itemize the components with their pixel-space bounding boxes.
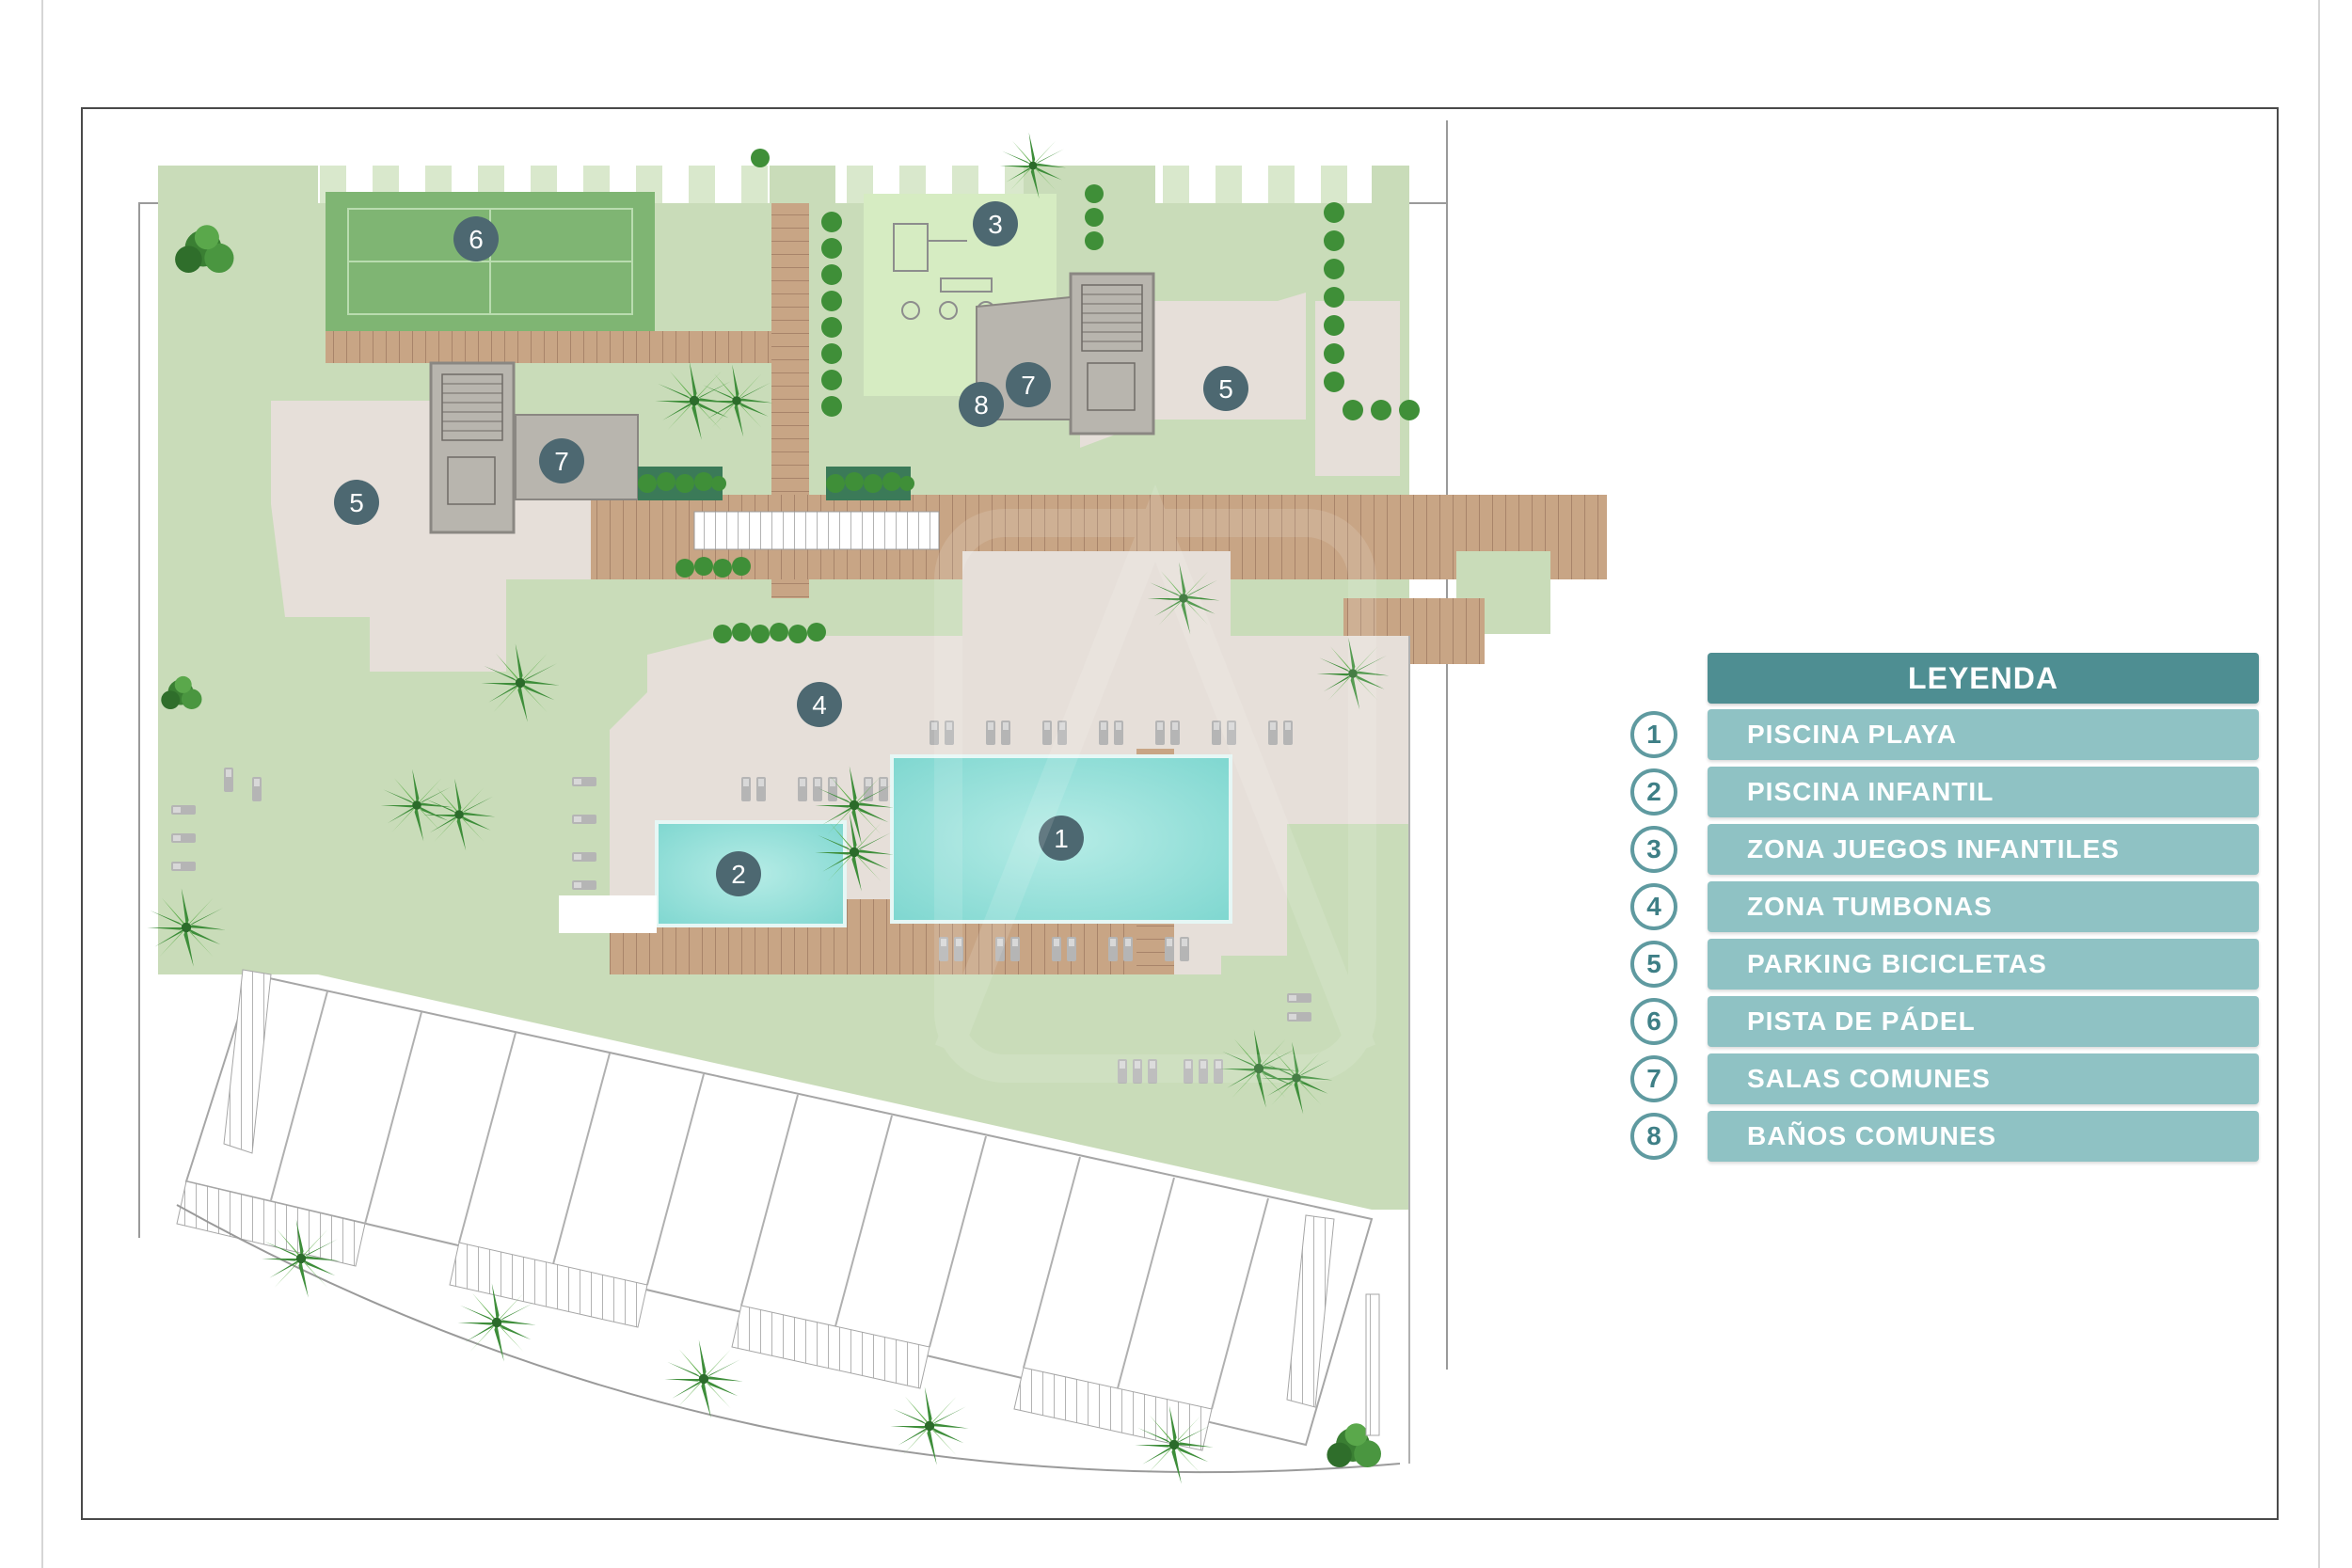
legend-item-2: 2 PISCINA INFANTIL xyxy=(1630,767,2261,819)
legend-item-6: 6 PISTA DE PÁDEL xyxy=(1630,996,2261,1049)
marker-bike-parking-east: 5 xyxy=(1203,366,1248,411)
legend-label: PISCINA PLAYA xyxy=(1708,709,2259,760)
kids-pool xyxy=(655,820,847,927)
marker-common-room-west: 7 xyxy=(539,438,584,483)
svg-text:8: 8 xyxy=(974,390,989,420)
legend-title: LEYENDA xyxy=(1708,653,2259,704)
legend-number: 6 xyxy=(1630,998,1677,1045)
legend-label: PARKING BICICLETAS xyxy=(1708,939,2259,990)
legend-number: 2 xyxy=(1630,768,1677,816)
legend-label: ZONA JUEGOS INFANTILES xyxy=(1708,824,2259,875)
legend-number: 8 xyxy=(1630,1113,1677,1160)
marker-common-room-east: 7 xyxy=(1006,362,1051,407)
legend-item-8: 8 BAÑOS COMUNES xyxy=(1630,1111,2261,1164)
legend-label: BAÑOS COMUNES xyxy=(1708,1111,2259,1162)
svg-text:3: 3 xyxy=(988,210,1003,239)
padel-court xyxy=(326,192,655,331)
legend-item-3: 3 ZONA JUEGOS INFANTILES xyxy=(1630,824,2261,877)
site-plan-frame: 1 2 3 4 5 5 6 7 7 8 LEYENDA 1 PISCINA PL… xyxy=(81,107,2279,1520)
marker-restrooms: 8 xyxy=(959,382,1004,427)
svg-text:1: 1 xyxy=(1054,824,1069,853)
marker-kids-pool: 2 xyxy=(716,851,761,896)
legend-number: 5 xyxy=(1630,941,1677,988)
legend-number: 3 xyxy=(1630,826,1677,873)
building-core-east xyxy=(1069,272,1155,436)
svg-text:4: 4 xyxy=(812,690,827,720)
legend-label: SALAS COMUNES xyxy=(1708,1053,2259,1104)
legend-item-7: 7 SALAS COMUNES xyxy=(1630,1053,2261,1106)
legend-label: PISCINA INFANTIL xyxy=(1708,767,2259,817)
svg-text:5: 5 xyxy=(1218,374,1233,404)
legend-number: 4 xyxy=(1630,883,1677,930)
legend-label: ZONA TUMBONAS xyxy=(1708,881,2259,932)
building-core-west xyxy=(429,361,516,534)
watermark-logo xyxy=(934,483,1376,1083)
marker-padel-court: 6 xyxy=(453,216,499,261)
svg-text:2: 2 xyxy=(731,860,746,889)
page-edge-line-right xyxy=(2318,0,2320,1568)
svg-text:7: 7 xyxy=(1021,371,1036,400)
legend-item-1: 1 PISCINA PLAYA xyxy=(1630,709,2261,762)
marker-loungers: 4 xyxy=(797,682,842,727)
marker-beach-pool: 1 xyxy=(1039,816,1084,861)
svg-text:5: 5 xyxy=(349,488,364,517)
legend-number: 1 xyxy=(1630,711,1677,758)
legend-item-4: 4 ZONA TUMBONAS xyxy=(1630,881,2261,934)
marker-bike-parking-west: 5 xyxy=(334,480,379,525)
legend-label: PISTA DE PÁDEL xyxy=(1708,996,2259,1047)
svg-text:7: 7 xyxy=(554,447,569,476)
legend-number: 7 xyxy=(1630,1055,1677,1102)
marker-playground: 3 xyxy=(973,201,1018,246)
site-plan: 1 2 3 4 5 5 6 7 7 8 xyxy=(138,120,1607,1484)
page-edge-line-left xyxy=(41,0,43,1568)
svg-text:6: 6 xyxy=(469,225,484,254)
legend-item-5: 5 PARKING BICICLETAS xyxy=(1630,939,2261,991)
